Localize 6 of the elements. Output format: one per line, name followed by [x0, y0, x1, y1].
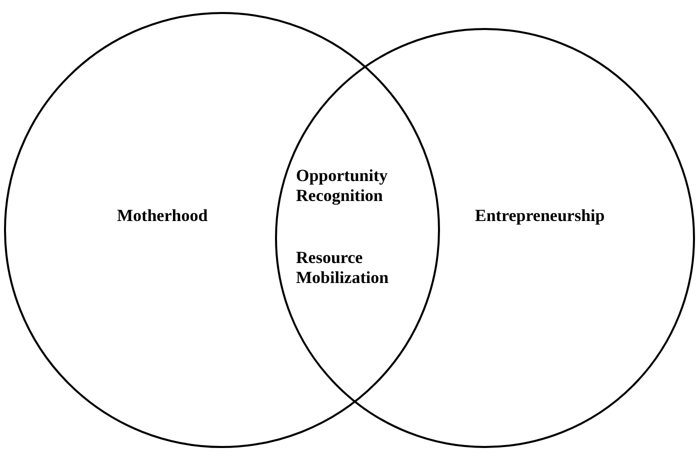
circle-label: Opportunity Recognition	[296, 166, 389, 206]
venn-circle	[275, 28, 695, 448]
circle-label: Motherhood	[117, 206, 208, 226]
circle-label: Resource Mobilization	[296, 248, 390, 288]
circle-label: Entrepreneurship	[475, 206, 605, 226]
venn-circle	[4, 12, 440, 448]
